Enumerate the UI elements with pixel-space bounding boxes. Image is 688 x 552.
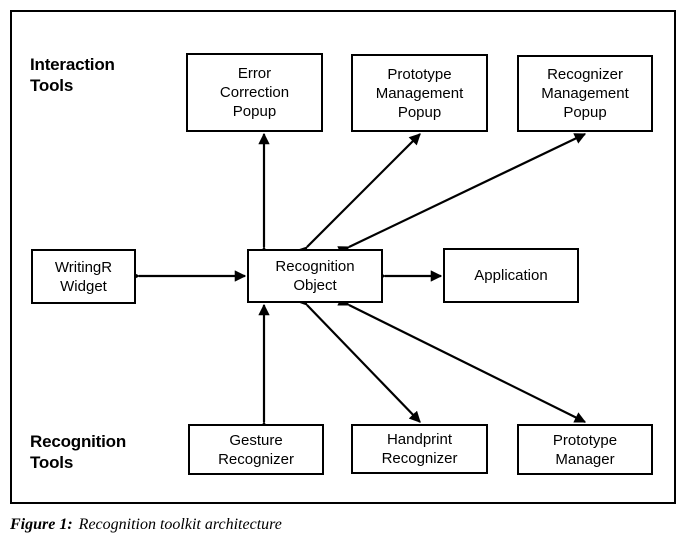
node-prototype-management-popup[interactable]: Prototype Management Popup: [351, 54, 488, 132]
node-label-application: Application: [474, 267, 548, 284]
node-label-prototype-management-popup: Prototype Management Popup: [375, 65, 464, 121]
node-label-recognizer-management-popup: Recognizer Management Popup: [541, 66, 629, 121]
node-label-gesture-recognizer: Gesture Recognizer: [218, 431, 294, 468]
caption-label: Figure 1:: [10, 516, 73, 533]
node-label-recognition-object: Recognition Object: [275, 258, 355, 294]
node-label-handprint-recognizer: Handprint Recognizer: [381, 431, 458, 467]
node-recognition-object[interactable]: Recognition Object: [247, 249, 383, 303]
node-recognizer-management-popup[interactable]: Recognizer Management Popup: [517, 55, 653, 132]
group-label-recognition-tools: Recognition Tools: [30, 432, 127, 472]
node-writingr-widget[interactable]: WritingR Widget: [31, 249, 136, 304]
node-label-writingr-widget: WritingR Widget: [54, 258, 113, 295]
node-error-correction-popup[interactable]: Error Correction Popup: [186, 53, 323, 132]
node-label-prototype-manager: Prototype Manager: [552, 431, 618, 468]
group-label-interaction-tools: Interaction Tools: [30, 55, 115, 95]
figure-caption: Figure 1: Recognition toolkit architectur…: [10, 516, 670, 534]
node-handprint-recognizer[interactable]: Handprint Recognizer: [351, 424, 488, 474]
node-label-error-correction-popup: Error Correction Popup: [219, 65, 290, 120]
node-gesture-recognizer[interactable]: Gesture Recognizer: [188, 424, 324, 475]
caption-text: Recognition toolkit architecture: [78, 516, 282, 533]
node-prototype-manager[interactable]: Prototype Manager: [517, 424, 653, 475]
node-application[interactable]: Application: [443, 248, 579, 303]
